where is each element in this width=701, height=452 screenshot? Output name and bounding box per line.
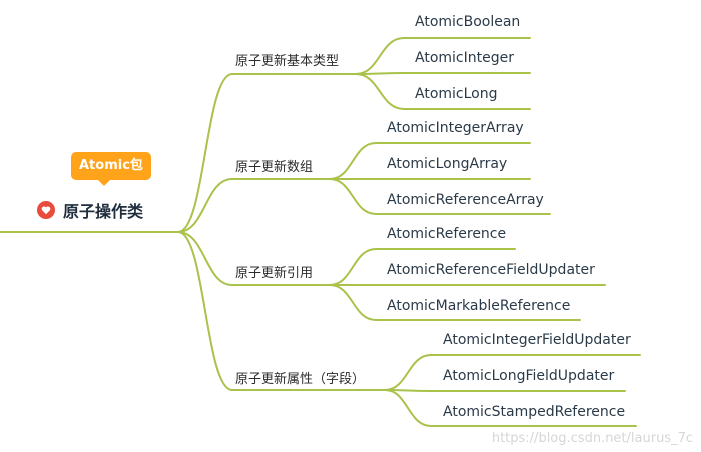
branch-connector-4 bbox=[177, 231, 386, 391]
branch-arrays[interactable]: 原子更新数组 bbox=[235, 160, 314, 175]
heart-icon bbox=[37, 201, 55, 219]
leaf-atomic-reference-field-updater[interactable]: AtomicReferenceFieldUpdater bbox=[387, 262, 595, 278]
leaf-connector-3-1 bbox=[329, 248, 516, 286]
branch-fields[interactable]: 原子更新属性（字段） bbox=[235, 372, 366, 387]
leaf-connector-4-2 bbox=[384, 389, 626, 392]
leaf-connector-1-1 bbox=[355, 37, 531, 75]
branch-basic-types[interactable]: 原子更新基本类型 bbox=[235, 54, 340, 69]
leaf-atomic-long[interactable]: AtomicLong bbox=[415, 86, 498, 102]
leaf-atomic-integer[interactable]: AtomicInteger bbox=[415, 50, 514, 66]
leaf-connector-1-3 bbox=[355, 73, 531, 110]
leaf-atomic-long-array[interactable]: AtomicLongArray bbox=[387, 156, 508, 172]
leaf-atomic-boolean[interactable]: AtomicBoolean bbox=[415, 14, 521, 30]
leaf-atomic-integer-field-updater[interactable]: AtomicIntegerFieldUpdater bbox=[443, 332, 631, 348]
leaf-atomic-stamped-reference[interactable]: AtomicStampedReference bbox=[443, 404, 626, 420]
branch-references[interactable]: 原子更新引用 bbox=[235, 266, 314, 281]
leaf-connector-2-1 bbox=[329, 142, 531, 180]
leaf-atomic-markable-reference[interactable]: AtomicMarkableReference bbox=[387, 298, 571, 314]
root-title: 原子操作类 bbox=[63, 202, 144, 221]
root-node[interactable]: 原子操作类 bbox=[37, 198, 143, 222]
leaf-connector-1-2 bbox=[355, 72, 531, 75]
leaf-connector-4-1 bbox=[384, 354, 641, 391]
leaf-atomic-reference[interactable]: AtomicReference bbox=[387, 226, 507, 242]
root-tag[interactable]: Atomic包 bbox=[71, 152, 151, 186]
branch-connector-2 bbox=[177, 178, 331, 233]
branch-connector-1 bbox=[177, 73, 357, 233]
leaf-connector-4-3 bbox=[384, 389, 637, 427]
leaf-atomic-integer-array[interactable]: AtomicIntegerArray bbox=[387, 120, 524, 136]
leaf-connector-3-3 bbox=[329, 284, 581, 321]
watermark: https://blog.csdn.net/laurus_7c bbox=[491, 431, 693, 446]
leaf-connector-2-3 bbox=[329, 178, 551, 215]
leaf-atomic-reference-array[interactable]: AtomicReferenceArray bbox=[387, 192, 544, 208]
branch-connector-3 bbox=[177, 231, 331, 286]
leaf-atomic-long-field-updater[interactable]: AtomicLongFieldUpdater bbox=[443, 368, 615, 384]
